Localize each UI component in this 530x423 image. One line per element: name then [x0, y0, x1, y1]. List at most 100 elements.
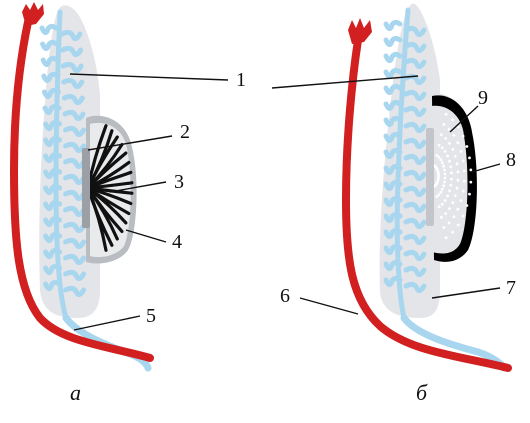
- lobule-dot: [437, 193, 441, 197]
- lobule-ray: [86, 186, 108, 252]
- leader-9: [449, 105, 479, 133]
- lobule-dot: [435, 195, 439, 199]
- duct-branch: [403, 217, 427, 230]
- panel-b: [341, 3, 512, 372]
- lobule-dot: [456, 170, 460, 174]
- duct-branch: [403, 41, 427, 54]
- lobule-dot: [463, 179, 466, 183]
- duct-branch: [403, 25, 427, 38]
- lobule-dot: [449, 165, 453, 169]
- lobule-dot: [441, 161, 444, 165]
- duct-branch: [41, 71, 61, 84]
- duct-branch: [59, 29, 83, 42]
- duct-branch: [63, 285, 87, 298]
- duct-branch: [403, 57, 427, 70]
- duct-branch: [43, 167, 63, 180]
- lobule-dot: [440, 146, 444, 150]
- leader-8: [471, 163, 501, 173]
- lobule-dot: [456, 125, 460, 129]
- lobule-dot: [468, 192, 471, 196]
- lobule-dot: [446, 154, 449, 158]
- lobule-dot: [469, 168, 473, 172]
- leader-3: [109, 181, 167, 193]
- duct-branch: [62, 109, 86, 122]
- duct-branch: [403, 121, 427, 134]
- lobule-dot: [456, 178, 460, 182]
- duct-branch: [60, 61, 84, 74]
- lobule-dot: [444, 212, 448, 216]
- lobule-dot: [439, 158, 443, 162]
- lobule-dot: [468, 156, 471, 160]
- lobule-dot: [448, 159, 451, 163]
- lobule-dot: [448, 189, 451, 193]
- lobule-dot: [456, 223, 460, 227]
- duct-branch: [383, 211, 403, 224]
- lobule-dot: [461, 134, 465, 138]
- lobule-dot: [443, 176, 447, 180]
- lobule-dot: [444, 112, 448, 116]
- label-3: 3: [174, 171, 184, 193]
- leaders: [69, 73, 501, 331]
- lobule-dot: [442, 164, 445, 168]
- lobule-dot: [453, 194, 457, 198]
- lobule-dot: [456, 141, 460, 145]
- duct-branch: [43, 231, 63, 244]
- lobule-base: [82, 148, 90, 228]
- duct-branch: [43, 183, 63, 196]
- lobule-dot: [451, 201, 455, 205]
- duct-branch: [43, 199, 63, 212]
- duct-branch: [43, 215, 63, 228]
- lobule-dot: [439, 190, 443, 194]
- lobule-dot: [450, 171, 453, 175]
- lobule-dot: [461, 189, 465, 193]
- duct-branch: [63, 205, 87, 218]
- label-6: 6: [280, 285, 290, 307]
- lobule-dot: [444, 137, 448, 140]
- label-4: 4: [172, 231, 182, 253]
- lobule-dot: [456, 207, 460, 211]
- duct-branch: [63, 157, 87, 170]
- lobule-dot: [446, 194, 449, 198]
- lobule-dot: [447, 221, 451, 225]
- lobule-dot: [437, 173, 440, 177]
- lobule-dot: [469, 180, 473, 184]
- lobules-b: [426, 112, 473, 240]
- duct-branch: [60, 45, 84, 58]
- duct-branch: [61, 77, 85, 90]
- lobule-base: [426, 128, 434, 226]
- leader-6: [299, 297, 359, 315]
- lobule-dot: [455, 162, 459, 166]
- duct-branch: [383, 115, 403, 128]
- lobule-dot: [442, 184, 445, 188]
- lobule-dot: [465, 145, 469, 148]
- lobule-dot: [453, 154, 457, 158]
- duct-branch: [43, 279, 63, 292]
- lobule-dot: [442, 123, 446, 126]
- leader-1b: [271, 75, 419, 89]
- duct-branch: [43, 151, 63, 164]
- duct-branch: [43, 263, 63, 276]
- lobule-dot: [443, 168, 446, 172]
- duct-branch: [383, 99, 403, 112]
- duct-branch: [63, 269, 87, 282]
- label-8: 8: [506, 149, 516, 171]
- lobule-dot: [444, 236, 448, 240]
- lobule-dot: [461, 159, 465, 163]
- duct-branch: [403, 265, 427, 278]
- duct-branch: [63, 189, 87, 202]
- duct-branch: [63, 125, 87, 138]
- duct-branch: [383, 67, 403, 80]
- label-7: 7: [506, 277, 516, 299]
- duct-branch: [42, 103, 62, 116]
- duct-branch: [41, 87, 61, 100]
- lobule-dot: [450, 177, 453, 181]
- duct-branch: [383, 227, 403, 240]
- duct-branch: [383, 179, 403, 192]
- lobule-dot: [440, 215, 443, 219]
- lobule-dot: [437, 143, 441, 147]
- lobule-dot: [452, 133, 456, 137]
- duct-branch: [403, 185, 427, 198]
- lobule-dot: [461, 214, 465, 218]
- leader-2: [87, 135, 173, 151]
